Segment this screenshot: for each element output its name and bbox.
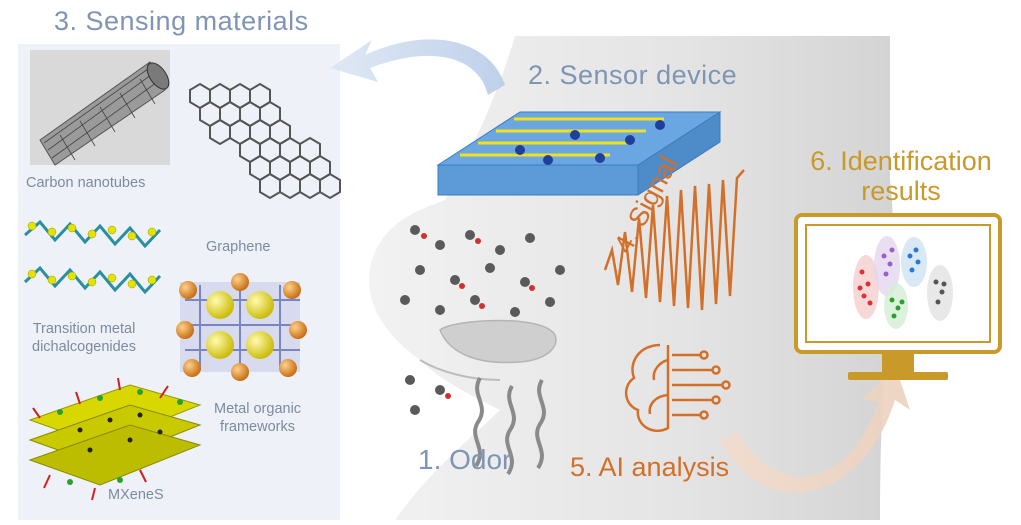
mxene-image	[28, 377, 202, 501]
tmd-label-line2: dichalcogenides	[32, 339, 136, 355]
cluster-plot	[853, 236, 953, 329]
mof-label-line2: frameworks	[220, 419, 295, 435]
mof-image	[176, 273, 307, 381]
mof-label: Metal organic frameworks	[214, 400, 301, 436]
graphene-label: Graphene	[206, 239, 271, 255]
carbon-nanotube-image	[30, 50, 170, 166]
identification-line1: 6. Identification	[810, 146, 992, 176]
tmd-image	[23, 219, 162, 295]
sensing-materials-title: 3. Sensing materials	[54, 6, 309, 36]
sensor-device-image	[436, 111, 722, 196]
graphene-image	[189, 82, 341, 199]
identification-results-title: 6. Identification results	[796, 146, 1006, 206]
sensor-device-title: 2. Sensor device	[528, 60, 738, 90]
signal-waveform	[603, 169, 745, 311]
ai-brain-icon	[625, 343, 731, 433]
arrow-to-materials	[330, 39, 505, 95]
odor-molecules	[400, 225, 565, 415]
tmd-label: Transition metal dichalcogenides	[32, 320, 136, 356]
odor-atoms-red	[421, 233, 535, 399]
nostril	[439, 319, 557, 364]
odor-wisps	[473, 376, 546, 476]
identification-line2: results	[861, 176, 941, 206]
ai-analysis-title: 5. AI analysis	[570, 452, 730, 482]
mof-label-line1: Metal organic	[214, 401, 302, 417]
carbon-nanotubes-label: Carbon nanotubes	[26, 175, 146, 191]
tmd-label-line1: Transition metal	[32, 321, 136, 337]
mxenes-label: MXeneS	[108, 487, 164, 503]
odor-title: 1. Odor	[418, 444, 512, 475]
